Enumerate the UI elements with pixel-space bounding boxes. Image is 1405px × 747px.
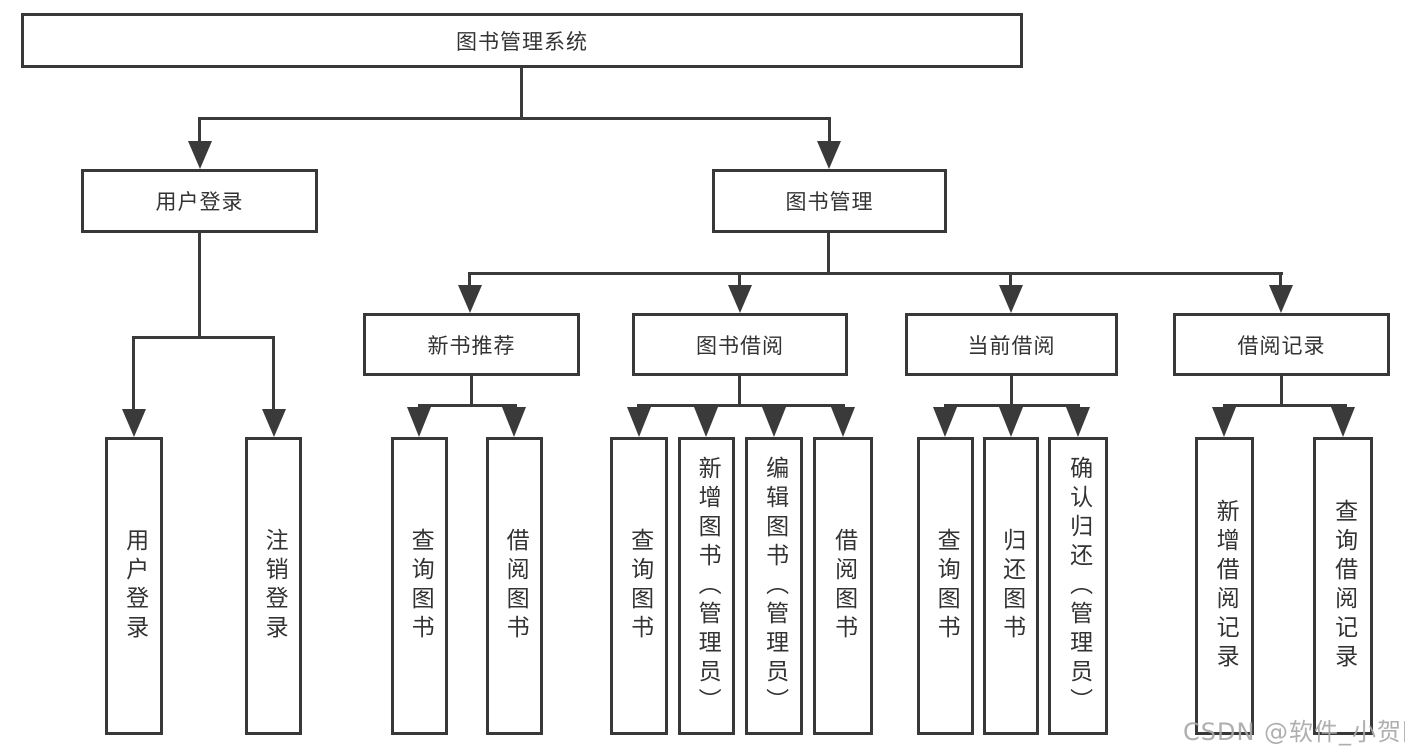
connector-newrec-rail <box>418 404 517 407</box>
arrowhead-down-icon <box>262 409 286 437</box>
connector-borrowing-rail <box>637 404 845 407</box>
watermark-csdn: CSDN @软件_小贺同学 <box>1183 718 1405 746</box>
leaf-query-books-recommend-label: 查询图书 <box>407 528 434 644</box>
leaf-borrow-books-borrowing: 借阅图书 <box>813 437 873 735</box>
connector-bookmgmt-drop-2 <box>738 272 741 288</box>
connector-bookmgmt-stem <box>827 233 830 273</box>
node-library-system-label: 图书管理系统 <box>456 29 588 54</box>
connector-records-stem <box>1280 376 1283 405</box>
arrowhead-down-icon <box>999 285 1023 313</box>
connector-current-rail <box>944 404 1080 407</box>
leaf-query-books-current: 查询图书 <box>917 437 974 735</box>
connector-userlogin-stem <box>198 233 201 337</box>
connector-root-drop-left <box>198 117 201 143</box>
arrowhead-down-icon <box>502 407 526 437</box>
connector-bookmgmt-drop-4 <box>1279 272 1282 288</box>
leaf-query-books-borrowing: 查询图书 <box>610 437 668 735</box>
arrowhead-down-icon <box>1212 407 1236 437</box>
leaf-user-login: 用户登录 <box>105 437 163 735</box>
leaf-query-borrow-record-label: 查询借阅记录 <box>1330 499 1357 673</box>
connector-bookmgmt-drop-1 <box>468 272 471 288</box>
connector-root-drop-right <box>828 117 831 143</box>
leaf-confirm-return-admin: 确认归还（管理员） <box>1048 437 1108 735</box>
connector-userlogin-rail <box>132 336 275 339</box>
arrowhead-down-icon <box>694 407 718 437</box>
leaf-borrow-books-borrowing-label: 借阅图书 <box>830 528 857 644</box>
node-new-book-recommend: 新书推荐 <box>363 313 580 376</box>
arrowhead-down-icon <box>1331 407 1355 437</box>
connector-userlogin-drop-left <box>132 336 135 411</box>
leaf-add-books-admin-label: 新增图书（管理员） <box>694 455 721 717</box>
arrowhead-down-icon <box>627 407 651 437</box>
arrowhead-down-icon <box>762 407 786 437</box>
node-book-management: 图书管理 <box>712 169 947 233</box>
arrowhead-down-icon <box>817 141 841 169</box>
leaf-query-borrow-record: 查询借阅记录 <box>1313 437 1373 735</box>
node-current-borrowing: 当前借阅 <box>905 313 1118 376</box>
node-user-login-label: 用户登录 <box>155 190 244 214</box>
leaf-user-login-label: 用户登录 <box>121 528 148 644</box>
leaf-query-books-recommend: 查询图书 <box>391 437 448 735</box>
leaf-return-books-label: 归还图书 <box>998 528 1025 644</box>
arrowhead-down-icon <box>407 407 431 437</box>
leaf-logout-label: 注销登录 <box>261 528 288 644</box>
arrowhead-down-icon <box>933 407 957 437</box>
node-borrowing-records: 借阅记录 <box>1173 313 1390 376</box>
connector-root-stem <box>520 68 523 118</box>
node-book-borrowing-label: 图书借阅 <box>696 333 784 358</box>
leaf-borrow-books-recommend-label: 借阅图书 <box>502 528 529 644</box>
leaf-add-borrow-record-label: 新增借阅记录 <box>1212 499 1239 673</box>
connector-root-rail <box>198 117 831 120</box>
leaf-confirm-return-admin-label: 确认归还（管理员） <box>1065 455 1092 717</box>
leaf-edit-books-admin-label: 编辑图书（管理员） <box>761 455 788 717</box>
connector-borrowing-stem <box>738 376 741 405</box>
node-borrowing-records-label: 借阅记录 <box>1237 333 1326 358</box>
node-book-management-label: 图书管理 <box>785 190 874 214</box>
connector-userlogin-drop-right <box>272 336 275 411</box>
connector-newrec-stem <box>470 376 473 405</box>
node-user-login: 用户登录 <box>81 169 318 233</box>
arrowhead-down-icon <box>458 285 482 313</box>
arrowhead-down-icon <box>999 407 1023 437</box>
node-book-borrowing: 图书借阅 <box>632 313 848 376</box>
leaf-add-books-admin: 新增图书（管理员） <box>678 437 735 735</box>
node-current-borrowing-label: 当前借阅 <box>967 333 1056 358</box>
node-new-book-recommend-label: 新书推荐 <box>427 333 516 358</box>
arrowhead-down-icon <box>831 407 855 437</box>
arrowhead-down-icon <box>122 409 146 437</box>
leaf-logout: 注销登录 <box>245 437 302 735</box>
leaf-query-books-current-label: 查询图书 <box>933 528 960 644</box>
leaf-add-borrow-record: 新增借阅记录 <box>1195 437 1254 735</box>
connector-current-stem <box>1010 376 1013 405</box>
node-library-system: 图书管理系统 <box>21 13 1023 68</box>
leaf-query-books-borrowing-label: 查询图书 <box>626 528 653 644</box>
arrowhead-down-icon <box>188 141 212 169</box>
leaf-borrow-books-recommend: 借阅图书 <box>486 437 543 735</box>
leaf-edit-books-admin: 编辑图书（管理员） <box>745 437 803 735</box>
arrowhead-down-icon <box>728 285 752 313</box>
leaf-return-books: 归还图书 <box>983 437 1039 735</box>
connector-bookmgmt-rail <box>468 272 1283 275</box>
arrowhead-down-icon <box>1269 285 1293 313</box>
connector-records-rail <box>1223 404 1347 407</box>
arrowhead-down-icon <box>1066 407 1090 437</box>
connector-bookmgmt-drop-3 <box>1009 272 1012 288</box>
